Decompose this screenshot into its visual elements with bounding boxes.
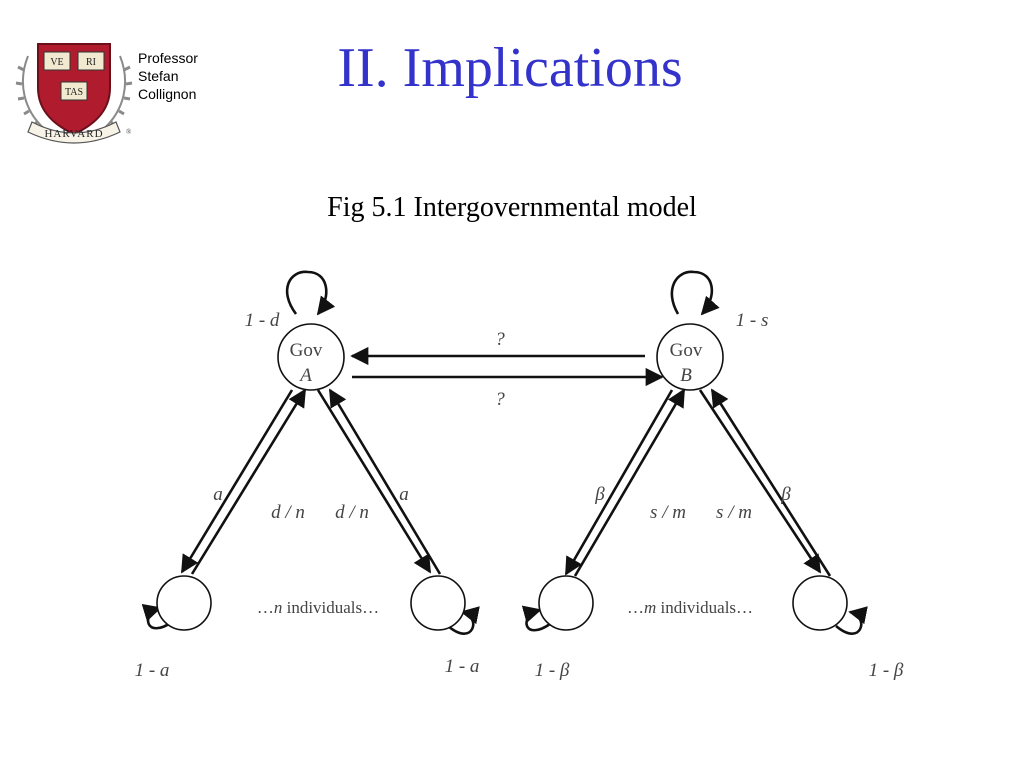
banner-icon bbox=[27, 121, 121, 144]
author-block: Professor Stefan Collignon bbox=[138, 49, 198, 103]
author-line-2: Stefan bbox=[138, 68, 179, 84]
shield-word-2: RI bbox=[86, 57, 96, 68]
shield-word-1: VE bbox=[50, 57, 63, 68]
figure-caption: Fig 5.1 Intergovernmental model bbox=[327, 192, 697, 223]
left-caption-count: n bbox=[274, 598, 283, 617]
right-up-arrow-1 bbox=[573, 388, 686, 577]
right-caption-suffix: individuals… bbox=[656, 598, 753, 617]
left-individual-node-1 bbox=[156, 575, 212, 631]
left-up-arrow-1 bbox=[190, 388, 307, 575]
right-up-arrow-2 bbox=[710, 388, 832, 577]
left-caption-suffix: individuals… bbox=[282, 598, 379, 617]
left-node-1-loop-label: 1 - a bbox=[135, 660, 170, 681]
right-down-label-1: s / m bbox=[650, 502, 686, 523]
left-down-label-1: d / n bbox=[271, 502, 305, 523]
right-down-label-2: s / m bbox=[716, 502, 752, 523]
left-up-arrow-2 bbox=[328, 388, 442, 575]
author-line-1: Professor bbox=[138, 50, 198, 66]
right-down-arrow-1 bbox=[564, 389, 674, 576]
right-up-label-1: β bbox=[594, 484, 605, 505]
gov-a-self-loop-label: 1 - d bbox=[245, 310, 280, 331]
gov-b-letter: B bbox=[680, 365, 692, 386]
right-node-1-self-loop bbox=[521, 605, 551, 632]
slide-title: II. Implications bbox=[0, 36, 1024, 100]
left-caption-prefix: … bbox=[257, 598, 274, 617]
left-down-label-2: d / n bbox=[335, 502, 369, 523]
left-up-label-1: a bbox=[213, 484, 223, 505]
left-down-arrow-2 bbox=[316, 389, 432, 574]
left-node-2-self-loop bbox=[447, 606, 480, 635]
right-individual-node-1 bbox=[538, 575, 594, 631]
right-individual-node-2 bbox=[792, 575, 848, 631]
gov-a-self-loop bbox=[285, 270, 336, 316]
gov-a-label: Gov bbox=[290, 340, 323, 361]
shield-word-3: TAS bbox=[65, 87, 83, 98]
book-icon bbox=[43, 51, 105, 101]
left-group-caption: …n individuals… bbox=[257, 598, 379, 617]
right-down-arrow-2 bbox=[698, 389, 822, 574]
left-node-1-self-loop bbox=[141, 604, 173, 630]
gov-b-label: Gov bbox=[670, 340, 703, 361]
gov-a-node bbox=[277, 323, 345, 391]
left-up-label-2: a bbox=[399, 484, 409, 505]
left-node-2-loop-label: 1 - a bbox=[445, 656, 480, 677]
registered-mark: ® bbox=[126, 128, 132, 136]
wreath-icon bbox=[15, 55, 133, 133]
right-caption-prefix: … bbox=[627, 598, 644, 617]
right-up-label-2: β bbox=[780, 484, 791, 505]
gov-a-letter: A bbox=[298, 365, 312, 386]
right-node-2-loop-label: 1 - β bbox=[869, 660, 904, 681]
logo-banner-text: HARVARD bbox=[44, 128, 103, 140]
right-caption-count: m bbox=[644, 598, 656, 617]
slide-title-text: II. Implications bbox=[337, 37, 683, 99]
right-group-caption: …m individuals… bbox=[627, 598, 753, 617]
link-bottom-label: ? bbox=[495, 389, 505, 410]
gov-b-self-loop bbox=[670, 270, 720, 316]
right-node-1-loop-label: 1 - β bbox=[535, 660, 570, 681]
gov-b-node bbox=[656, 323, 724, 391]
link-top-label: ? bbox=[495, 329, 505, 350]
author-line-3: Collignon bbox=[138, 86, 197, 102]
right-node-2-self-loop bbox=[835, 606, 868, 635]
gov-b-self-loop-label: 1 - s bbox=[736, 310, 769, 331]
left-down-arrow-1 bbox=[180, 389, 294, 574]
left-individual-node-2 bbox=[410, 575, 466, 631]
harvard-logo: VE RI TAS HARVARD ® bbox=[15, 43, 133, 144]
